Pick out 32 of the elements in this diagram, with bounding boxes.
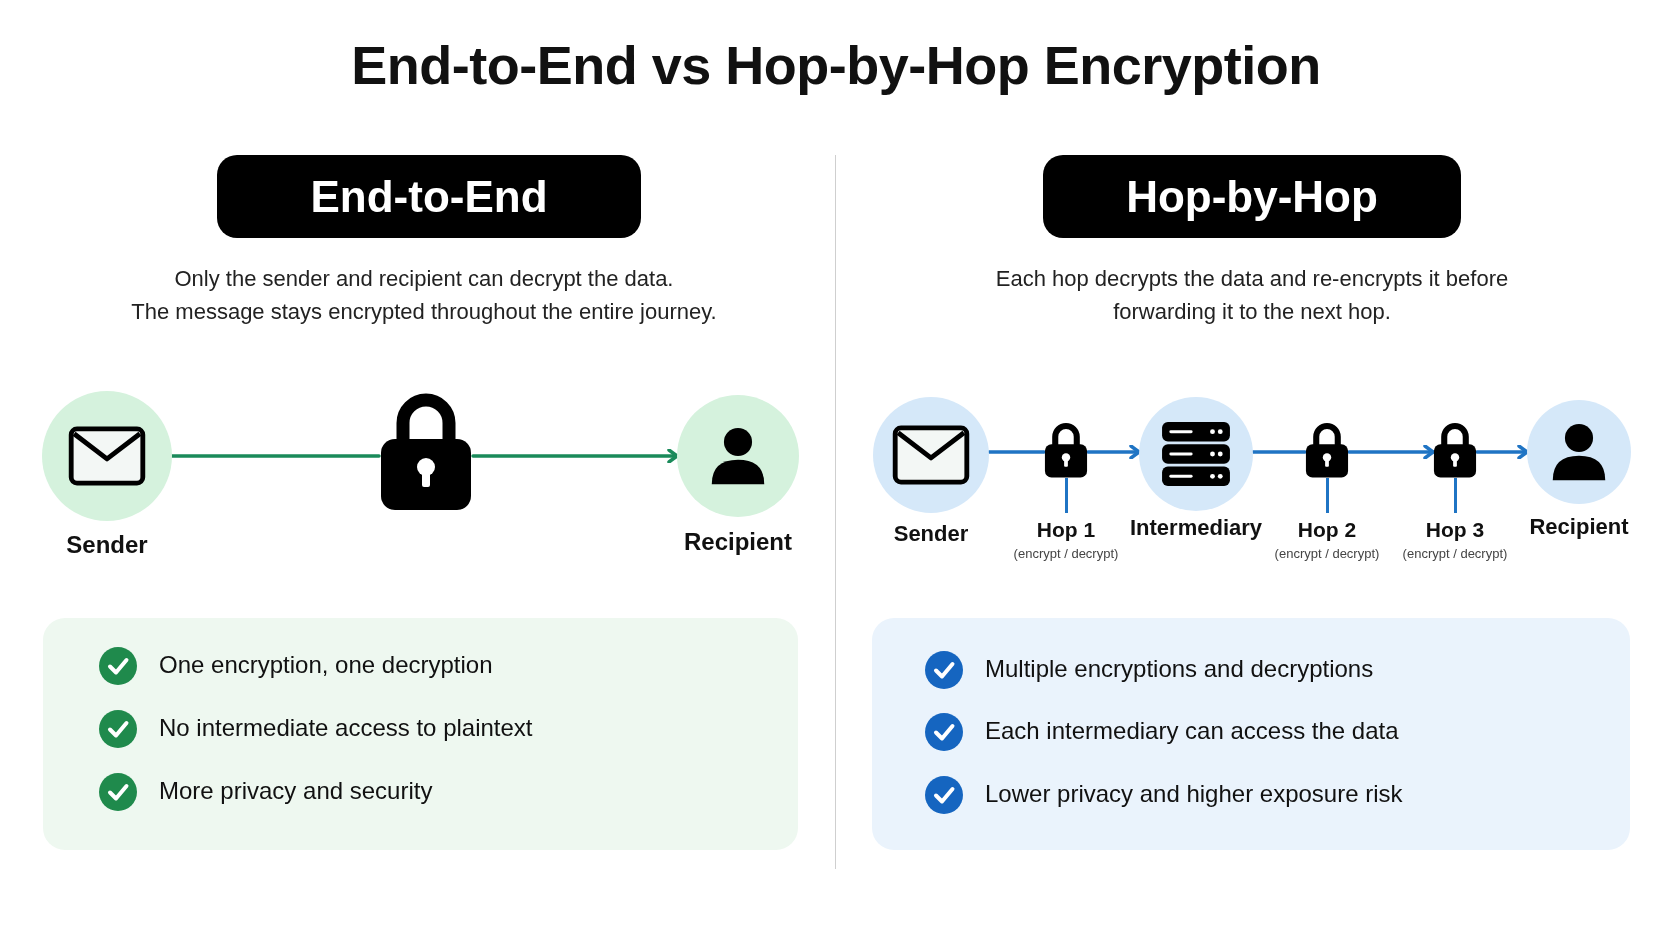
node-label: Hop 3 bbox=[1424, 518, 1486, 542]
node-label: Hop 1 bbox=[1035, 518, 1097, 542]
node-label: Sender bbox=[65, 531, 149, 559]
checklist-item: Multiple encryptions and decryptions bbox=[985, 655, 1374, 683]
arrow bbox=[1475, 444, 1529, 460]
checklist-item: No intermediate access to plaintext bbox=[159, 714, 533, 742]
connector-line bbox=[987, 450, 1046, 454]
heading-pill: End-to-End bbox=[217, 155, 641, 238]
node-label: Recipient bbox=[683, 528, 793, 556]
connector-line bbox=[170, 454, 381, 458]
connector-line bbox=[1251, 450, 1307, 454]
node-label: Recipient bbox=[1528, 514, 1630, 540]
description-text: Each hop decrypts the data and re-encrypts it before forwarding it to the next hop. bbox=[994, 265, 1510, 326]
node-sublabel: (encrypt / decrypt) bbox=[1401, 546, 1509, 561]
node-sublabel: (encrypt / decrypt) bbox=[1273, 546, 1381, 561]
checklist-item: Each intermediary can access the data bbox=[985, 717, 1399, 745]
arrow bbox=[471, 448, 679, 464]
arrow bbox=[1347, 444, 1435, 460]
title: End-to-End vs Hop-by-Hop Encryption bbox=[350, 34, 1322, 96]
checklist-panel bbox=[872, 618, 1630, 850]
description-text: Only the sender and recipient can decrypt the data. bbox=[173, 265, 675, 293]
arrow bbox=[1086, 444, 1141, 460]
description-text: The message stays encrypted throughout the entire journey. bbox=[130, 298, 718, 326]
checklist-item: One encryption, one decryption bbox=[159, 651, 493, 679]
node-sublabel: (encrypt / decrypt) bbox=[1012, 546, 1120, 561]
node-label: Hop 2 bbox=[1296, 518, 1358, 542]
checklist-panel bbox=[43, 618, 798, 850]
heading-pill: Hop-by-Hop bbox=[1043, 155, 1461, 238]
checklist-item: More privacy and security bbox=[159, 777, 433, 805]
checklist-item: Lower privacy and higher exposure risk bbox=[985, 780, 1403, 808]
node-label: Sender bbox=[892, 521, 970, 547]
node-label: Intermediary bbox=[1128, 515, 1264, 541]
